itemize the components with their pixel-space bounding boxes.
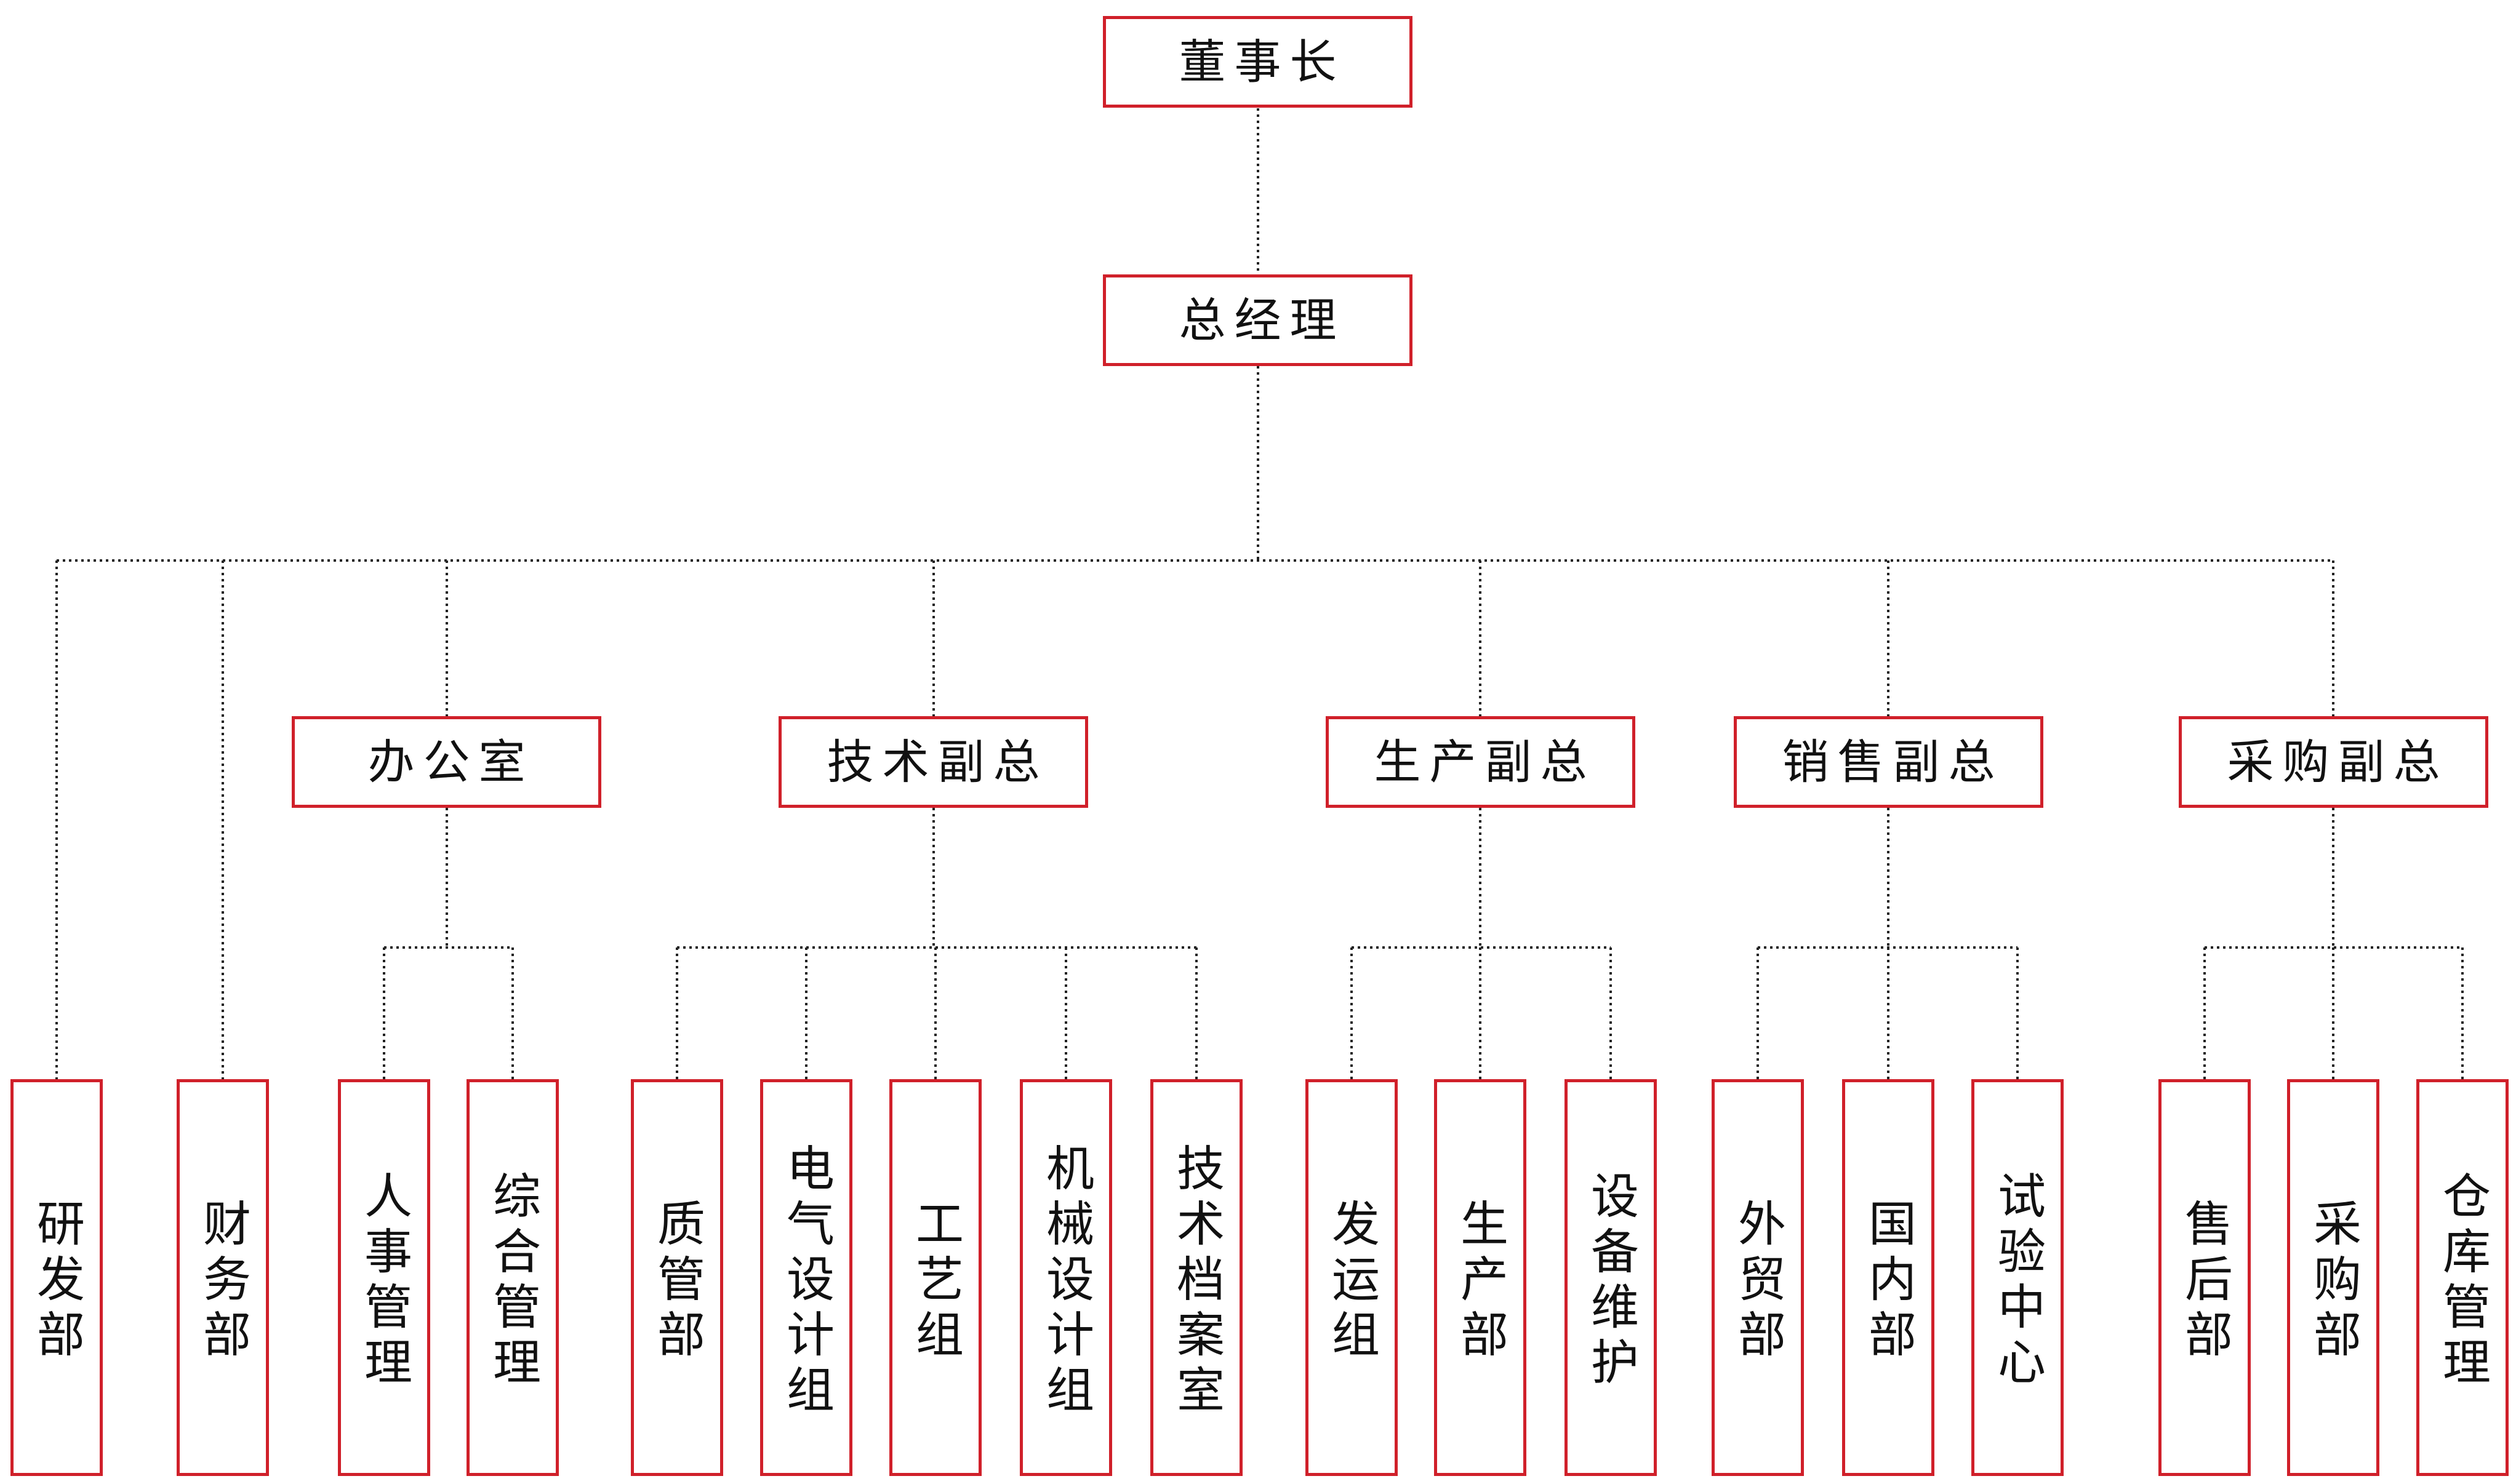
- node-label: 技术档案室: [1169, 1143, 1224, 1420]
- node-label: 工艺组: [908, 1198, 963, 1365]
- node-division-office: 办公室: [292, 716, 601, 808]
- node-department: 质管部: [631, 1079, 723, 1476]
- node-label: 办公室: [367, 734, 534, 789]
- node-department: 试验中心: [1971, 1079, 2064, 1476]
- node-department: 电气设计组: [760, 1079, 852, 1476]
- node-division-purchasing: 采购副总: [2179, 716, 2488, 808]
- node-label: 生产副总: [1374, 734, 1596, 789]
- node-department: 外贸部: [1712, 1079, 1804, 1476]
- node-label: 技术副总: [827, 734, 1049, 789]
- node-label: 机械设计组: [1038, 1143, 1094, 1420]
- node-department: 研发部: [10, 1079, 103, 1476]
- node-department: 机械设计组: [1020, 1079, 1112, 1476]
- node-general-manager: 总经理: [1103, 274, 1412, 366]
- node-label: 售后部: [2177, 1198, 2232, 1365]
- node-label: 发运组: [1324, 1198, 1379, 1365]
- node-label: 设备维护: [1583, 1170, 1638, 1392]
- node-department: 人事管理: [338, 1079, 430, 1476]
- node-label: 总经理: [1179, 292, 1345, 348]
- node-label: 人事管理: [356, 1170, 412, 1392]
- node-label: 质管部: [649, 1198, 705, 1365]
- node-label: 研发部: [29, 1198, 84, 1365]
- node-department: 售后部: [2158, 1079, 2251, 1476]
- node-label: 财务部: [195, 1198, 250, 1365]
- node-label: 采购部: [2306, 1198, 2361, 1365]
- node-label: 试验中心: [1990, 1170, 2045, 1392]
- node-label: 国内部: [1861, 1198, 1916, 1365]
- node-department: 技术档案室: [1150, 1079, 1243, 1476]
- node-department: 仓库管理: [2416, 1079, 2509, 1476]
- node-department: 国内部: [1842, 1079, 1934, 1476]
- node-label: 仓库管理: [2435, 1170, 2490, 1392]
- node-division-sales: 销售副总: [1734, 716, 2043, 808]
- node-label: 生产部: [1452, 1198, 1508, 1365]
- node-chairman: 董事长: [1103, 16, 1412, 108]
- node-label: 采购副总: [2227, 734, 2449, 789]
- node-department: 综合管理: [467, 1079, 559, 1476]
- node-department: 生产部: [1434, 1079, 1526, 1476]
- node-division-tech: 技术副总: [779, 716, 1088, 808]
- node-department: 设备维护: [1564, 1079, 1657, 1476]
- node-label: 外贸部: [1730, 1198, 1785, 1365]
- node-label: 综合管理: [485, 1170, 540, 1392]
- node-department: 财务部: [177, 1079, 269, 1476]
- node-label: 董事长: [1179, 34, 1345, 89]
- node-department: 工艺组: [889, 1079, 982, 1476]
- node-label: 电气设计组: [779, 1143, 834, 1420]
- node-label: 销售副总: [1782, 734, 2004, 789]
- node-department: 发运组: [1305, 1079, 1398, 1476]
- node-department: 采购部: [2287, 1079, 2379, 1476]
- node-division-production: 生产副总: [1326, 716, 1635, 808]
